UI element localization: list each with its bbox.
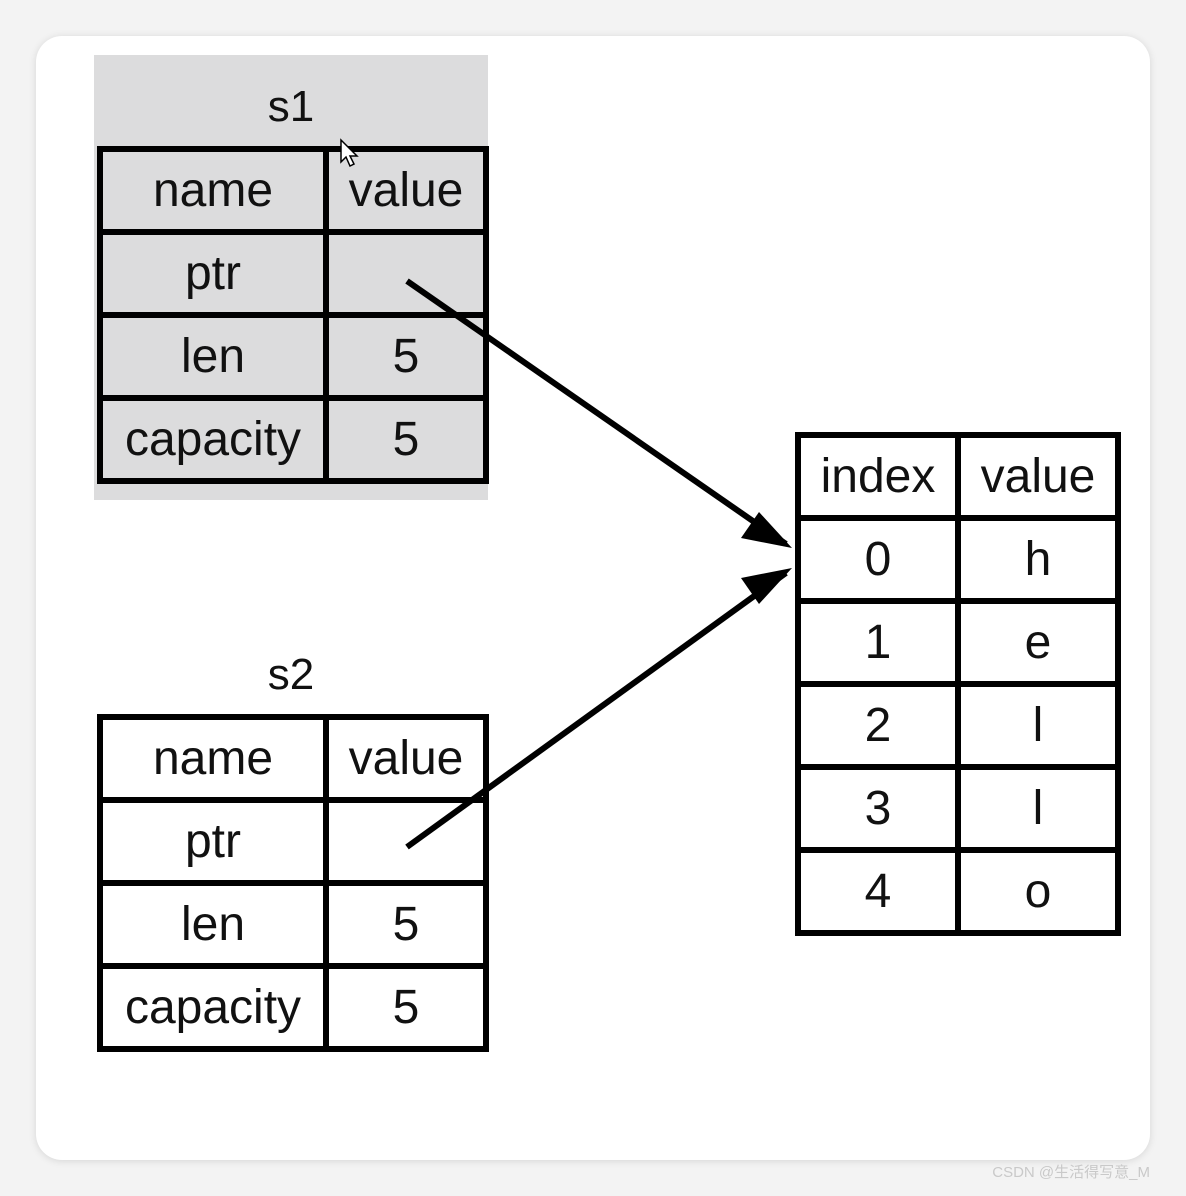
table-row: capacity 5 <box>97 395 489 484</box>
field-value-len: 5 <box>323 312 489 401</box>
heap-value: o <box>955 847 1121 936</box>
s1-arrowhead <box>741 512 792 548</box>
field-value-len: 5 <box>323 880 489 969</box>
column-header-name: name <box>97 146 329 235</box>
column-header-value: value <box>955 432 1121 521</box>
heap-index: 0 <box>795 515 961 604</box>
field-name-ptr: ptr <box>97 229 329 318</box>
field-name-ptr: ptr <box>97 797 329 886</box>
mouse-pointer-icon <box>340 138 359 168</box>
table-header-row: index value <box>795 432 1121 521</box>
heap-value: l <box>955 764 1121 853</box>
table-row: 4 o <box>795 847 1121 936</box>
field-name-capacity: capacity <box>97 963 329 1052</box>
s2-ptr-arrow <box>405 570 788 850</box>
table-row: len 5 <box>97 880 489 969</box>
table-row: ptr <box>97 797 489 886</box>
s1-stack-table: name value ptr len 5 capacity 5 <box>97 146 489 484</box>
heap-index: 3 <box>795 764 961 853</box>
table-row: 0 h <box>795 515 1121 604</box>
table-row: capacity 5 <box>97 963 489 1052</box>
field-value-capacity: 5 <box>323 963 489 1052</box>
table-header-row: name value <box>97 714 489 803</box>
heap-value: h <box>955 515 1121 604</box>
heap-index: 2 <box>795 681 961 770</box>
table-row: 3 l <box>795 764 1121 853</box>
table-row: len 5 <box>97 312 489 401</box>
heap-index: 4 <box>795 847 961 936</box>
field-name-capacity: capacity <box>97 395 329 484</box>
column-header-value: value <box>323 146 489 235</box>
heap-value: e <box>955 598 1121 687</box>
field-value-ptr <box>323 229 489 318</box>
field-value-capacity: 5 <box>323 395 489 484</box>
field-name-len: len <box>97 312 329 401</box>
s1-title: s1 <box>267 82 315 131</box>
field-value-ptr <box>323 797 489 886</box>
heap-table: index value 0 h 1 e 2 l 3 l 4 o <box>795 432 1121 936</box>
table-row: ptr <box>97 229 489 318</box>
heap-value: l <box>955 681 1121 770</box>
s1-ptr-arrow <box>405 278 788 547</box>
table-row: 2 l <box>795 681 1121 770</box>
table-header-row: name value <box>97 146 489 235</box>
s2-stack-table: name value ptr len 5 capacity 5 <box>97 714 489 1052</box>
column-header-name: name <box>97 714 329 803</box>
table-row: 1 e <box>795 598 1121 687</box>
s2-arrowhead <box>741 568 792 604</box>
column-header-index: index <box>795 432 961 521</box>
heap-index: 1 <box>795 598 961 687</box>
field-name-len: len <box>97 880 329 969</box>
column-header-value: value <box>323 714 489 803</box>
s2-title: s2 <box>267 650 315 699</box>
watermark: CSDN @生活得写意_M <box>992 1164 1150 1181</box>
